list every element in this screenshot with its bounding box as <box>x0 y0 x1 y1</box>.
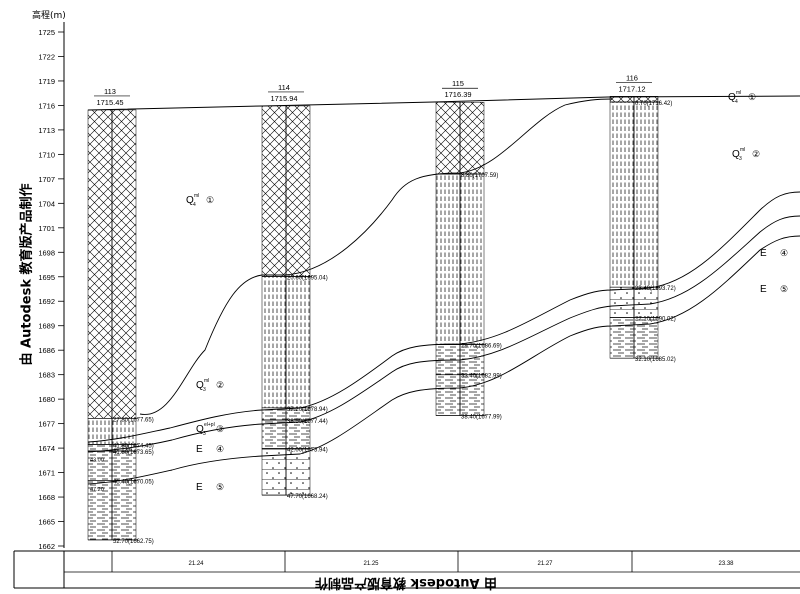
stratum-number: ① <box>206 195 214 205</box>
stratum-superscript: ml <box>204 378 209 384</box>
borehole-115: 8.80(1707.59)29.70(1686.69)33.40(1682.99… <box>435 79 502 421</box>
stratum-superscript: ml <box>736 90 741 96</box>
axis-tick-label: 1722 <box>38 52 55 61</box>
stratum-number: ③ <box>216 424 224 434</box>
axis-tick-label: 1701 <box>38 224 55 233</box>
stratum-number: ⑤ <box>780 284 788 294</box>
stratum-number: ② <box>216 380 224 390</box>
axis-tick-label: 1725 <box>38 28 55 37</box>
stratum-superscript: ml <box>194 193 199 199</box>
stratum-subscript: 3 <box>203 431 206 437</box>
boreholes-layer: 27.80(1677.65)41.80(1674.45)41.80(1673.6… <box>87 73 676 545</box>
axis-tick-label: 1704 <box>38 199 55 208</box>
watermark-bottom: 由 Autodesk 教育版产品制作 <box>315 575 498 590</box>
borehole-top-elevation: 1717.12 <box>618 84 645 93</box>
axis-ticks: 1725 1722 1719 1716 1713 1710 1707 1704 1701 1698… <box>38 28 64 551</box>
distance-1: 21.24 <box>188 561 204 567</box>
stratum-number: ② <box>752 149 760 159</box>
sample-mark: 47.20 <box>90 487 104 493</box>
stratum-superscript: el+pl <box>204 422 215 428</box>
borehole-116: 0.70(1716.42)23.40(1693.72)27.10(1690.02… <box>609 73 676 363</box>
stratum-symbol: Q <box>186 195 194 206</box>
stratum-symbol: E <box>760 284 767 295</box>
axis-tick-label: 1671 <box>38 469 55 478</box>
stratum-subscript: 3 <box>739 156 742 162</box>
borehole-id: 114 <box>278 83 290 92</box>
stratum-symbol: E <box>196 444 203 455</box>
borehole-id: 115 <box>452 79 464 88</box>
stratum-superscript: ml <box>740 147 745 153</box>
stratum-subscript: 4 <box>735 99 738 105</box>
distance-4: 23.38 <box>718 561 734 567</box>
stratum-symbol: E <box>760 248 767 259</box>
stratum-number: ① <box>748 92 756 102</box>
borehole-top-elevation: 1716.39 <box>444 90 471 99</box>
axis-tick-label: 1677 <box>38 420 55 429</box>
sample-mark: 43.00 <box>90 458 104 464</box>
axis-tick-label: 1692 <box>38 297 55 306</box>
distance-2: 21.25 <box>363 561 379 567</box>
distance-3: 21.27 <box>537 561 553 567</box>
axis-tick-label: 1716 <box>38 101 55 110</box>
boundary-q4-q3 <box>139 98 613 415</box>
stratum-subscript: 4 <box>193 202 196 208</box>
stratum-number: ④ <box>216 444 224 454</box>
axis-tick-label: 1719 <box>38 77 55 86</box>
stratum-symbol: Q <box>728 92 736 103</box>
borehole-id: 113 <box>104 87 116 96</box>
layer-label: 38.40(1677.99) <box>461 415 502 421</box>
layer-label: 47.70(1668.24) <box>287 494 328 500</box>
axis-tick-label: 1674 <box>38 444 55 453</box>
stratum-symbol: Q <box>196 424 204 435</box>
borehole-id: 116 <box>626 73 638 82</box>
stratum-number: ④ <box>780 248 788 258</box>
layer-label: 52.70(1662.75) <box>113 539 154 545</box>
axis-tick-label: 1707 <box>38 175 55 184</box>
axis-tick-label: 1686 <box>38 346 55 355</box>
axis-tick-label: 1665 <box>38 518 55 527</box>
axis-title: 高程(m) <box>32 9 66 21</box>
stratum-symbol: Q <box>732 149 740 160</box>
borehole-113: 27.80(1677.65)41.80(1674.45)41.80(1673.6… <box>87 87 154 545</box>
axis-tick-label: 1668 <box>38 493 55 502</box>
watermark-left: 由 Autodesk 教育版产品制作 <box>19 183 35 366</box>
axis-tick-label: 1713 <box>38 126 55 135</box>
axis-tick-label: 1683 <box>38 371 55 380</box>
elevation-axis: 高程(m) 1725172217191716171317101707170417… <box>32 9 66 551</box>
axis-tick-label: 1695 <box>38 273 55 282</box>
axis-tick-label: 1662 <box>38 542 55 551</box>
borehole-114: 20.60(1695.04)37.20(1678.94)38.50(1677.4… <box>261 83 328 500</box>
axis-tick-label: 1710 <box>38 150 55 159</box>
stratum-symbol: E <box>196 482 203 493</box>
ground-surface-line <box>87 95 800 111</box>
borehole-top-elevation: 1715.94 <box>270 94 297 103</box>
distance-table: 21.24 21.25 21.27 23.38 <box>13 550 800 589</box>
axis-tick-label: 1698 <box>38 248 55 257</box>
borehole-top-elevation: 1715.45 <box>96 98 123 107</box>
layer-label: 32.10(1685.02) <box>635 357 676 363</box>
axis-tick-label: 1680 <box>38 395 55 404</box>
stratum-subscript: 3 <box>203 387 206 393</box>
axis-tick-label: 1689 <box>38 322 55 331</box>
stratum-symbol: Q <box>196 380 204 391</box>
stratum-number: ⑤ <box>216 482 224 492</box>
